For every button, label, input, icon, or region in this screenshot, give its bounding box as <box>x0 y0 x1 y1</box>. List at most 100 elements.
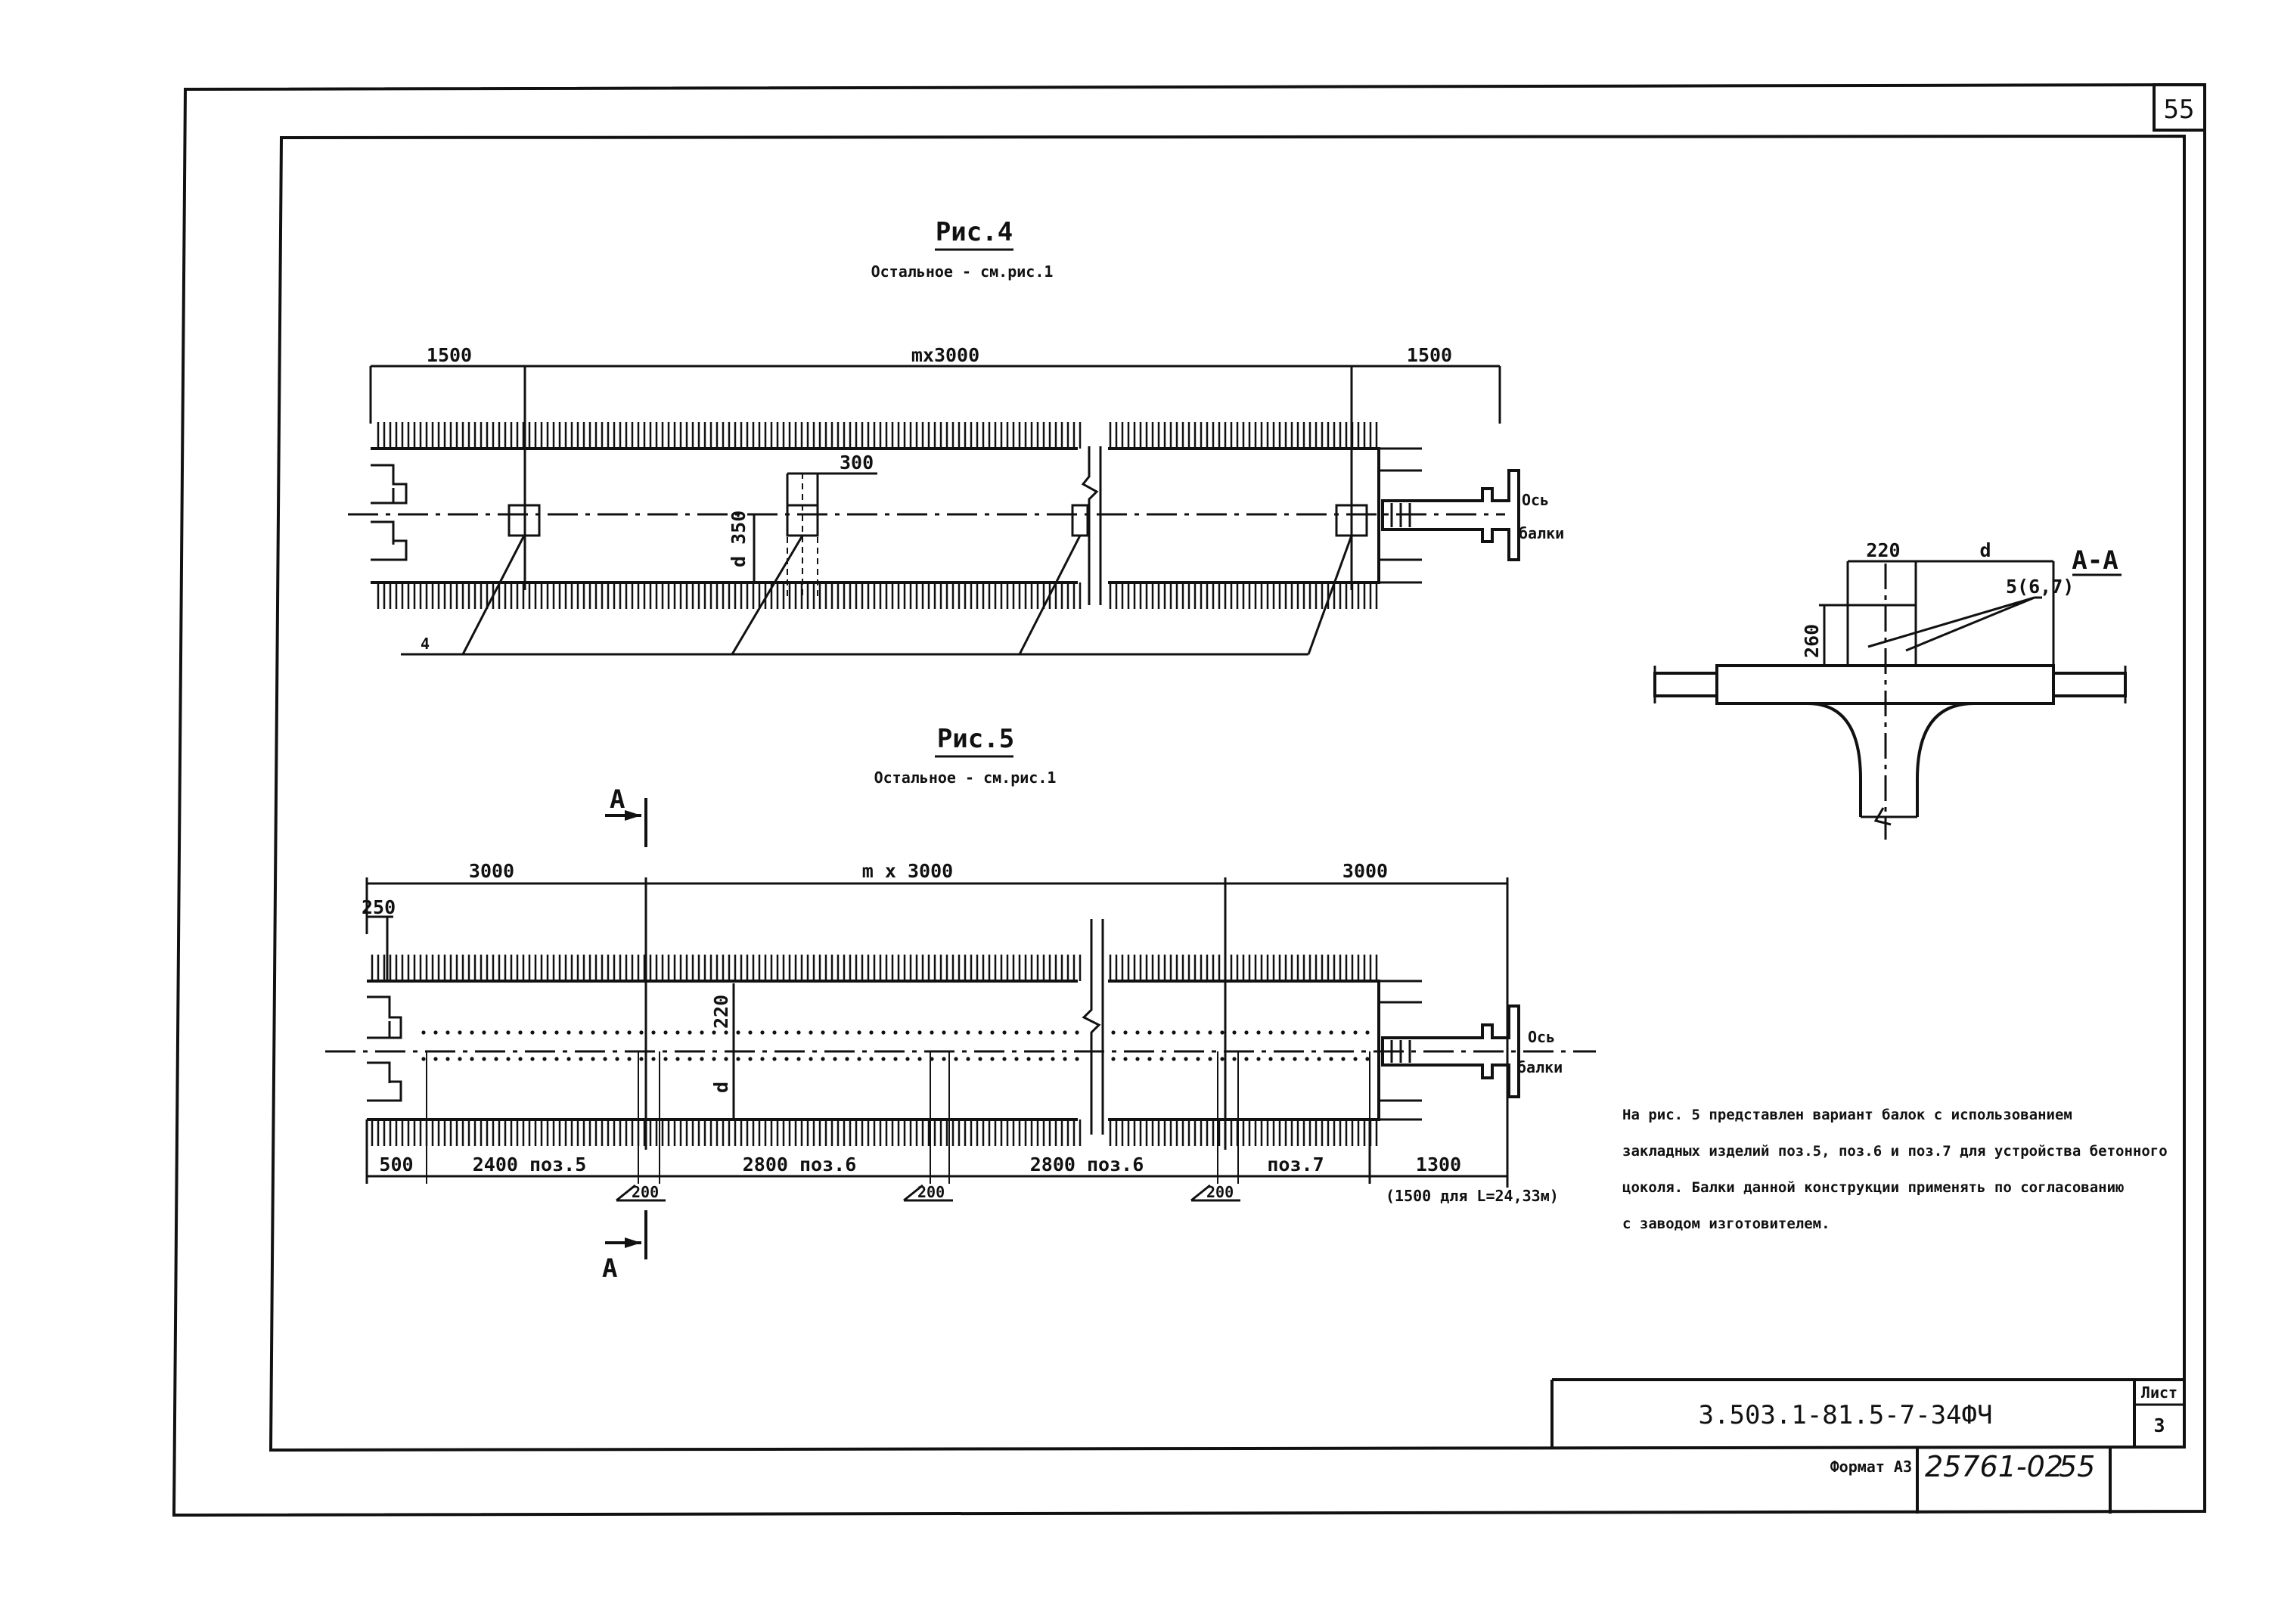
anchor-dot <box>809 1030 813 1035</box>
anchor-dot <box>893 1057 898 1061</box>
anchor-dot <box>433 1030 438 1035</box>
anchor-dot <box>712 1057 716 1061</box>
anchor-dot <box>1159 1030 1164 1035</box>
anchor-dot <box>930 1030 934 1035</box>
anchor-dot <box>736 1057 740 1061</box>
anchor-dot <box>579 1030 583 1035</box>
fig5-bottom-dim-1: 500 <box>379 1154 413 1175</box>
fig5-subtitle: Остальное - см.рис.1 <box>874 769 1057 787</box>
anchor-dot <box>1305 1057 1309 1061</box>
anchor-dot <box>1268 1030 1273 1035</box>
anchor-dot <box>1002 1057 1007 1061</box>
anchor-dot <box>518 1057 523 1061</box>
anchor-dot <box>554 1057 559 1061</box>
anchor-dot <box>458 1057 462 1061</box>
anchor-dot <box>1329 1030 1333 1035</box>
anchor-dot <box>1256 1057 1261 1061</box>
anchor-dot <box>966 1030 970 1035</box>
fig5-axis-label-2: балки <box>1517 1058 1563 1076</box>
anchor-dot <box>1220 1057 1225 1061</box>
anchor-dot <box>784 1057 789 1061</box>
anchor-dot <box>1063 1030 1067 1035</box>
anchor-dot <box>1111 1057 1116 1061</box>
anchor-dot <box>506 1030 511 1035</box>
anchor-dot <box>1280 1057 1285 1061</box>
anchor-dot <box>470 1057 474 1061</box>
anchor-dot <box>833 1057 837 1061</box>
anchor-dot <box>1014 1057 1019 1061</box>
fig4-dim-middle: mx3000 <box>911 344 979 366</box>
anchor-dot <box>760 1057 765 1061</box>
section-letter-bottom: А <box>602 1253 617 1284</box>
anchor-dot <box>494 1057 498 1061</box>
anchor-dot <box>1002 1030 1007 1035</box>
anchor-dot <box>893 1030 898 1035</box>
fig4-dim-vertical: d 350 <box>728 511 750 567</box>
anchor-dot <box>990 1057 995 1061</box>
anchor-dot <box>978 1057 982 1061</box>
anchor-dot <box>688 1030 692 1035</box>
anchor-dot <box>1147 1057 1152 1061</box>
anchor-dot <box>881 1030 886 1035</box>
anchor-dot <box>1051 1057 1055 1061</box>
anchor-dot <box>603 1057 607 1061</box>
anchor-dot <box>1353 1057 1358 1061</box>
fig4-subtitle: Остальное - см.рис.1 <box>871 262 1054 281</box>
fig5-bottom-dim-3: 2800 поз.6 <box>743 1154 857 1175</box>
anchor-dot <box>1026 1057 1031 1061</box>
anchor-dot <box>530 1057 535 1061</box>
inventory-number: 25761-02 <box>1925 1450 2063 1483</box>
anchor-dot <box>482 1030 486 1035</box>
anchor-dot <box>954 1030 958 1035</box>
anchor-dot <box>603 1030 607 1035</box>
anchor-dot <box>1208 1030 1212 1035</box>
anchor-dot <box>712 1030 716 1035</box>
anchor-dot <box>954 1057 958 1061</box>
fig4-axis-label-1: Ось <box>1522 491 1549 509</box>
anchor-dot <box>736 1030 740 1035</box>
fig4-dim-right: 1500 <box>1407 344 1452 366</box>
anchor-dot <box>1341 1030 1346 1035</box>
fig5-bottom-note: (1500 для L=24,33м) <box>1386 1187 1559 1205</box>
format-label: Формат А3 <box>1830 1458 1912 1476</box>
anchor-dot <box>1172 1057 1176 1061</box>
anchor-dot <box>1220 1030 1225 1035</box>
anchor-dot <box>1293 1057 1297 1061</box>
fig4-title: Рис.4 <box>936 217 1013 247</box>
anchor-dot <box>869 1030 874 1035</box>
anchor-dot <box>518 1030 523 1035</box>
fig5-bottom-dim-2: 2400 поз.5 <box>473 1154 587 1175</box>
anchor-dot <box>470 1030 474 1035</box>
anchor-dot <box>772 1030 777 1035</box>
anchor-dot <box>821 1057 825 1061</box>
anchor-dot <box>615 1030 619 1035</box>
anchor-dot <box>1184 1030 1188 1035</box>
fig5-axis-label-1: Ось <box>1528 1028 1555 1046</box>
fig4-axis-label-2: балки <box>1519 524 1564 542</box>
note-line-1: На рис. 5 представлен вариант балок с ис… <box>1622 1107 2072 1123</box>
anchor-dot <box>445 1030 450 1035</box>
anchor-dot <box>1268 1057 1273 1061</box>
section-a-a: А-А 220 d 260 5(6,7) <box>1653 539 2127 840</box>
anchor-dot <box>1244 1030 1249 1035</box>
anchor-dot <box>784 1030 789 1035</box>
anchor-dot <box>942 1057 946 1061</box>
anchor-dot <box>506 1057 511 1061</box>
anchor-dot <box>1256 1030 1261 1035</box>
anchor-dot <box>615 1057 619 1061</box>
anchor-dot <box>458 1030 462 1035</box>
fig4-reinforcement-hatch <box>377 422 1378 609</box>
anchor-dot <box>700 1057 704 1061</box>
anchor-dot <box>1026 1030 1031 1035</box>
anchor-dot <box>796 1030 801 1035</box>
anchor-dot <box>1232 1030 1237 1035</box>
anchor-dot <box>482 1057 486 1061</box>
anchor-dot <box>978 1030 982 1035</box>
anchor-dot <box>445 1057 450 1061</box>
section-dim-260: 260 <box>1801 624 1823 658</box>
anchor-dot <box>942 1030 946 1035</box>
anchor-dot <box>1244 1057 1249 1061</box>
anchor-dot <box>917 1057 922 1061</box>
anchor-dot <box>663 1057 668 1061</box>
inventory-page: 55 <box>2059 1450 2095 1483</box>
